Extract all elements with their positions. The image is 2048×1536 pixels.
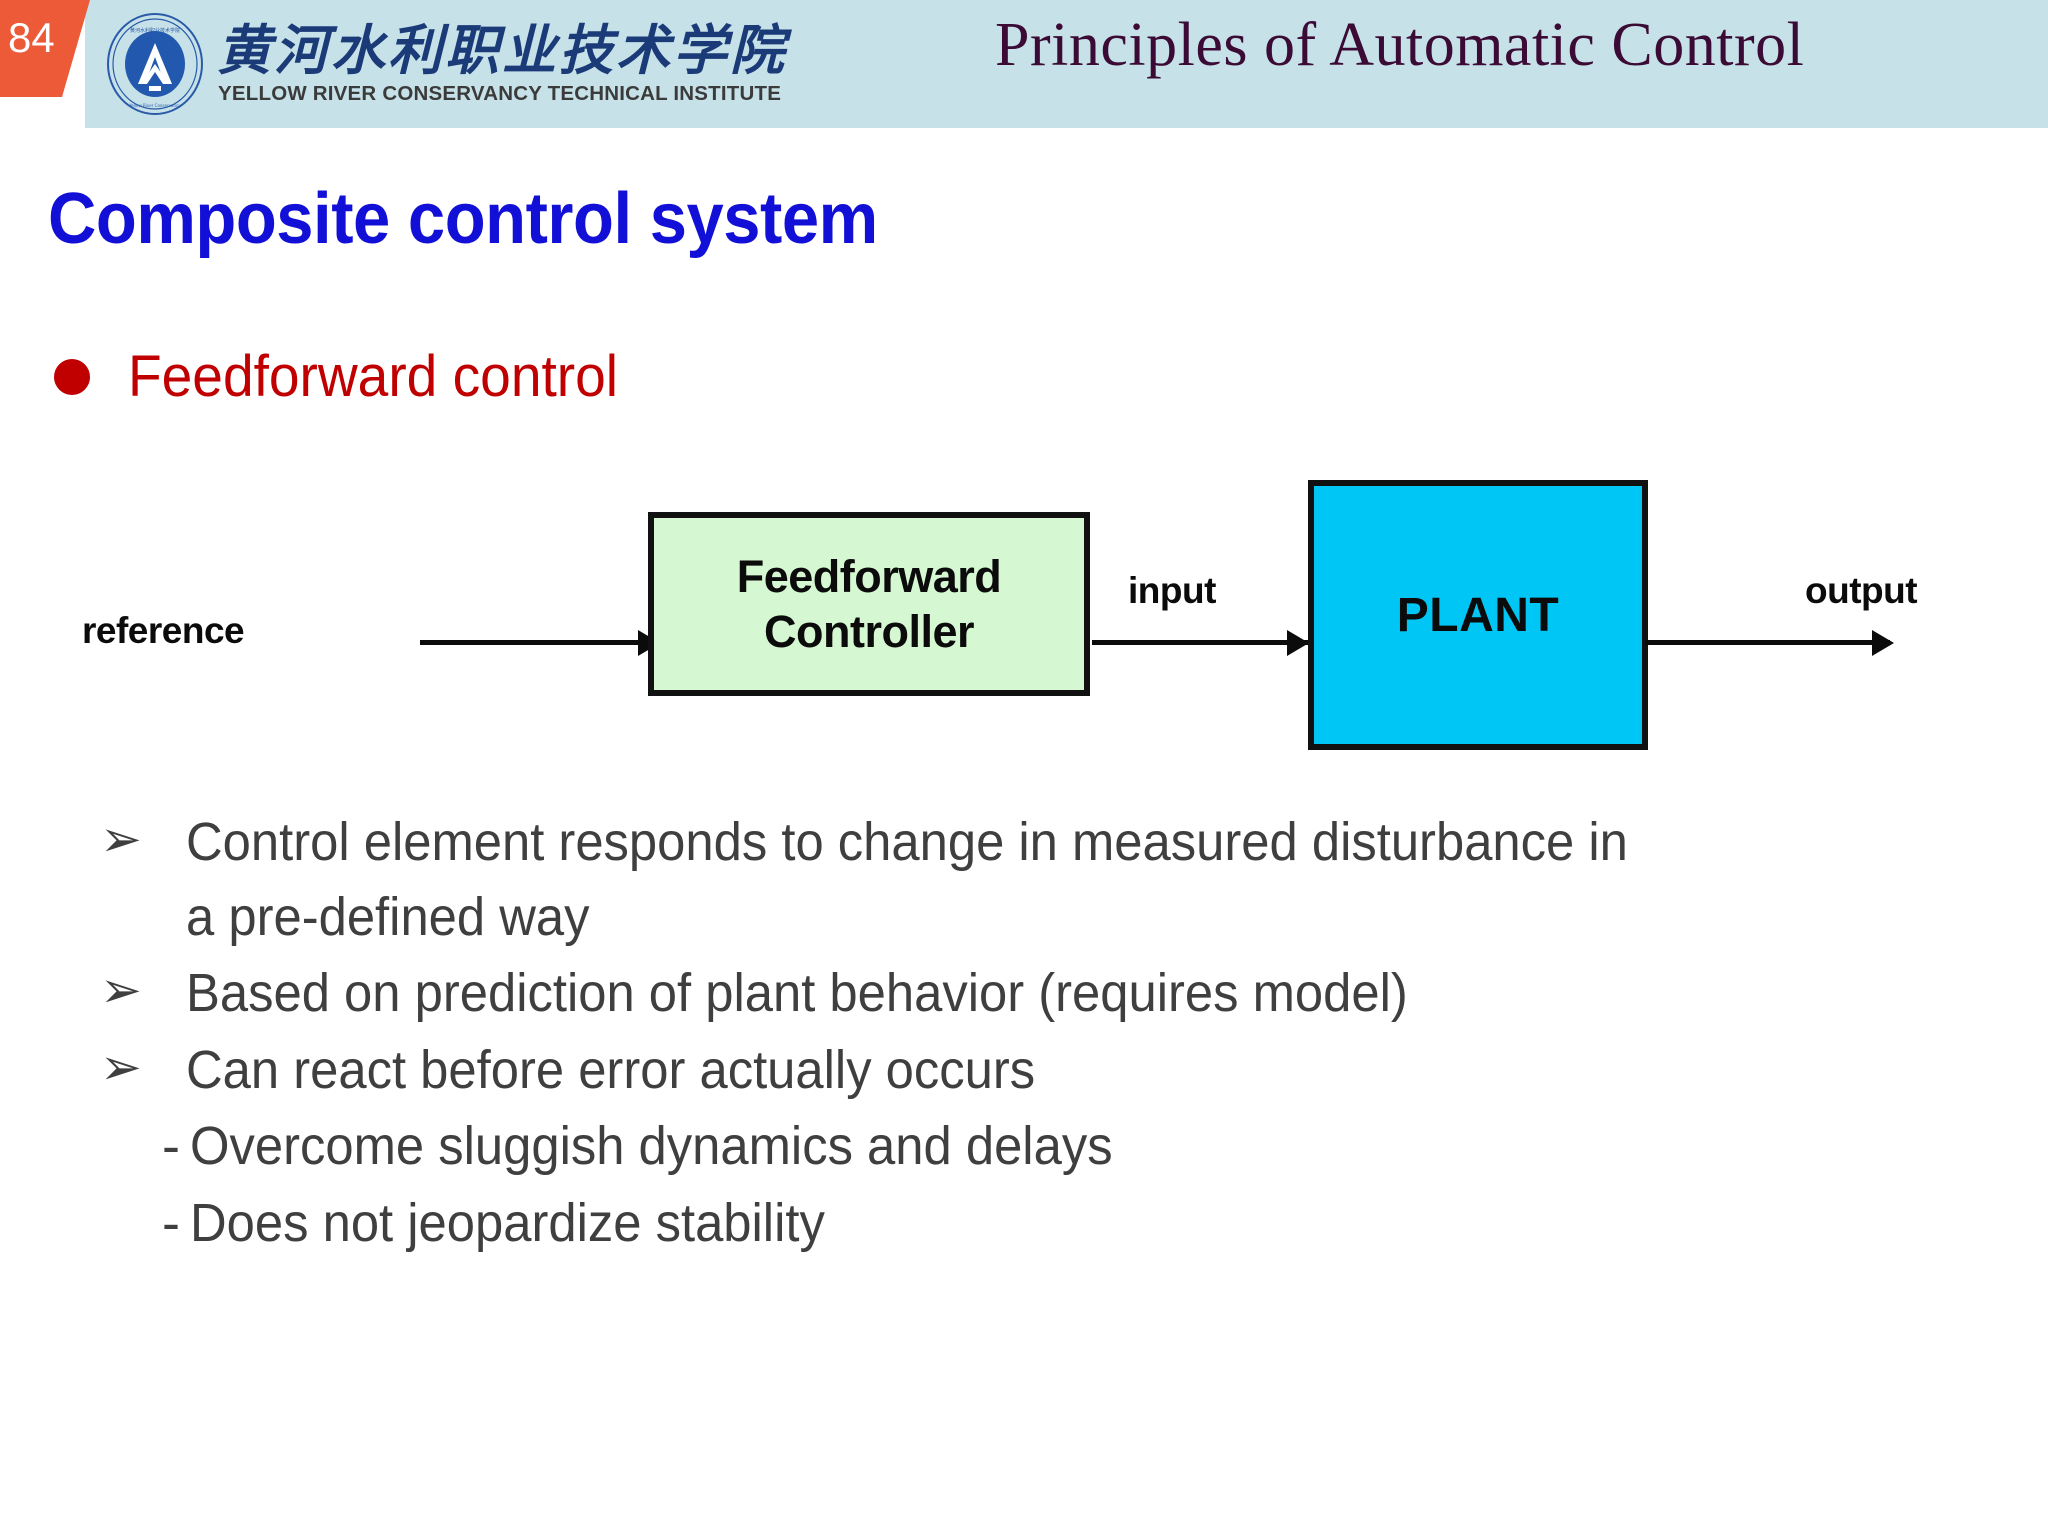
list-item-text: Can react before error actually occurs — [186, 1039, 1036, 1100]
svg-text:Yellow River Conservancy: Yellow River Conservancy — [128, 103, 181, 108]
dash-bullet-icon: - — [162, 1192, 180, 1253]
institute-seal-icon: 黄河水利职业技术学院 Yellow River Conservancy — [107, 13, 203, 115]
section-bullet-row: Feedforward control — [54, 343, 644, 410]
body-bullet-list: ➢ Control element responds to change in … — [100, 805, 2000, 1262]
list-item: ➢ Based on prediction of plant behavior … — [100, 956, 2000, 1031]
list-item-text: Control element responds to change in me… — [186, 812, 1628, 947]
arrow-controller-to-plant-head — [1287, 630, 1309, 656]
arrow-controller-to-plant-line — [1092, 640, 1312, 645]
arrow-bullet-icon: ➢ — [100, 810, 142, 868]
list-item-text: Based on prediction of plant behavior (r… — [186, 963, 1408, 1024]
diagram-label-output: output — [1805, 570, 1918, 611]
arrow-plant-to-output-line — [1645, 640, 1890, 645]
list-item: - Overcome sluggish dynamics and delays — [162, 1109, 2000, 1184]
block-feedforward-controller-line-1: Feedforward — [736, 550, 1002, 602]
arrow-bullet-icon: ➢ — [100, 1037, 142, 1096]
list-item: - Does not jeopardize stability — [162, 1186, 2000, 1261]
arrow-reference-to-controller-line — [420, 640, 650, 645]
diagram-label-input: input — [1128, 570, 1216, 611]
header-bar — [85, 0, 2048, 128]
dash-bullet-icon: - — [162, 1116, 180, 1177]
filled-circle-bullet-icon — [54, 358, 90, 395]
arrow-bullet-icon: ➢ — [100, 961, 142, 1020]
list-item-text: Does not jeopardize stability — [190, 1192, 825, 1253]
diagram-label-reference: reference — [82, 610, 245, 651]
page-number-badge: 84 — [0, 0, 90, 97]
page-title: Composite control system — [48, 179, 878, 259]
list-item-text: Overcome sluggish dynamics and delays — [190, 1116, 1113, 1177]
page-number: 84 — [8, 14, 55, 61]
arrow-plant-to-output-head — [1872, 630, 1894, 656]
block-plant: PLANT — [1308, 480, 1648, 750]
institute-name-english: YELLOW RIVER CONSERVANCY TECHNICAL INSTI… — [218, 82, 782, 105]
block-feedforward-controller-line-2: Controller — [763, 606, 975, 657]
institute-name-chinese: 黄河水利职业技术学院 — [217, 21, 787, 81]
institute-logo-block: 黄河水利职业技术学院 Yellow River Conservancy 黄河水利… — [105, 4, 784, 124]
section-bullet-label: Feedforward control — [128, 344, 619, 409]
svg-text:黄河水利职业技术学院: 黄河水利职业技术学院 — [130, 27, 180, 34]
list-item: ➢ Control element responds to change in … — [100, 805, 2000, 954]
feedforward-block-diagram: reference Feedforward Controller input P… — [0, 440, 2048, 790]
block-plant-label: PLANT — [1396, 588, 1560, 642]
course-title: Principles of Automatic Control — [995, 11, 1805, 79]
list-item: ➢ Can react before error actually occurs — [100, 1033, 2000, 1108]
block-feedforward-controller: Feedforward Controller — [648, 512, 1090, 696]
